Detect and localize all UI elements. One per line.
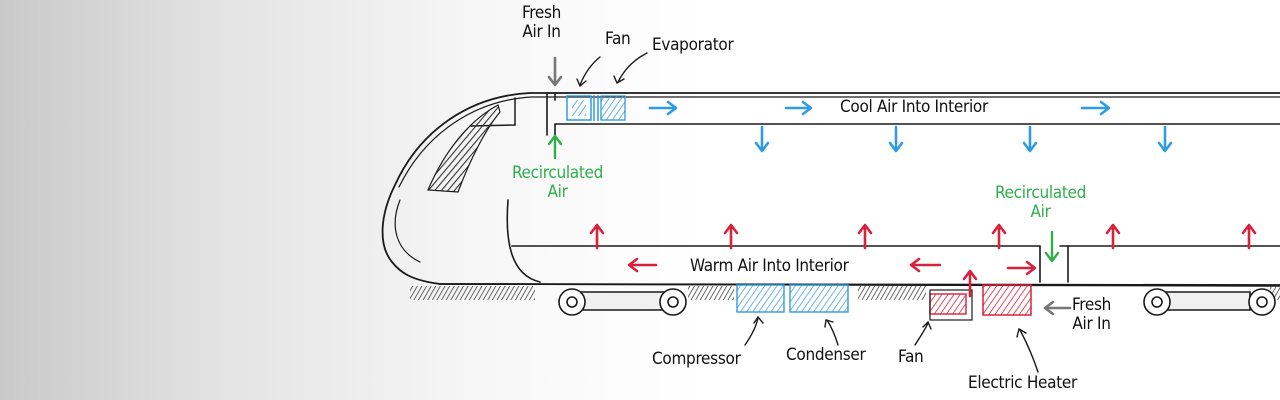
lower-duct (506, 199, 1280, 283)
fresh-air-in-top-line1: Fresh (522, 3, 562, 23)
condenser-unit (789, 284, 849, 313)
electric-heater-label: Electric Heater (968, 373, 1078, 393)
fresh-air-in-bottom-line1: Fresh (1072, 295, 1112, 315)
fan-bottom-label: Fan (898, 347, 924, 367)
condenser-label: Condenser (786, 345, 866, 365)
compressor-label: Compressor (652, 349, 741, 369)
upper-duct (546, 92, 1280, 136)
fan-top-label: Fan (605, 29, 631, 49)
recirculated-air-left-line2: Air (547, 182, 568, 202)
bottom-fan-unit (929, 289, 973, 321)
warm-air-label: Warm Air Into Interior (690, 256, 849, 276)
fresh-air-in-bottom-line2: Air In (1072, 314, 1111, 334)
recirculated-air-left-label: Recirculated Air (512, 164, 603, 202)
leader-lines (576, 52, 1039, 373)
warm-air-flow-arrows (627, 257, 1037, 276)
recirculated-air-left-line1: Recirculated (512, 163, 604, 183)
fresh-air-arrows (547, 56, 1072, 316)
windshield (427, 104, 501, 193)
bogie-left (558, 288, 687, 316)
fresh-air-in-top-label: Fresh Air In (522, 4, 561, 42)
skirt-left (410, 286, 535, 300)
warm-air-up-arrows (589, 223, 1257, 298)
recirculated-air-right-line1: Recirculated (995, 183, 1087, 203)
bogie-right (1143, 288, 1276, 316)
recirculated-air-right-label: Recirculated Air (995, 184, 1086, 222)
skirt-right (1270, 286, 1280, 300)
fresh-air-in-bottom-label: Fresh Air In (1072, 296, 1111, 334)
compressor-unit (736, 284, 785, 313)
skirt-mid2 (858, 286, 926, 300)
evaporator-unit (566, 95, 626, 121)
recirculated-air-arrows (547, 134, 1060, 263)
electric-heater-unit (982, 284, 1032, 316)
cool-air-down-arrows (754, 125, 1173, 153)
evaporator-label: Evaporator (652, 35, 734, 55)
train-body (381, 92, 1280, 287)
fresh-air-in-top-line2: Air In (522, 22, 561, 42)
cool-air-flow-arrows (648, 100, 1111, 116)
cool-air-label: Cool Air Into Interior (840, 97, 988, 117)
skirt-mid (688, 286, 734, 300)
recirculated-air-right-line2: Air (1030, 202, 1051, 222)
